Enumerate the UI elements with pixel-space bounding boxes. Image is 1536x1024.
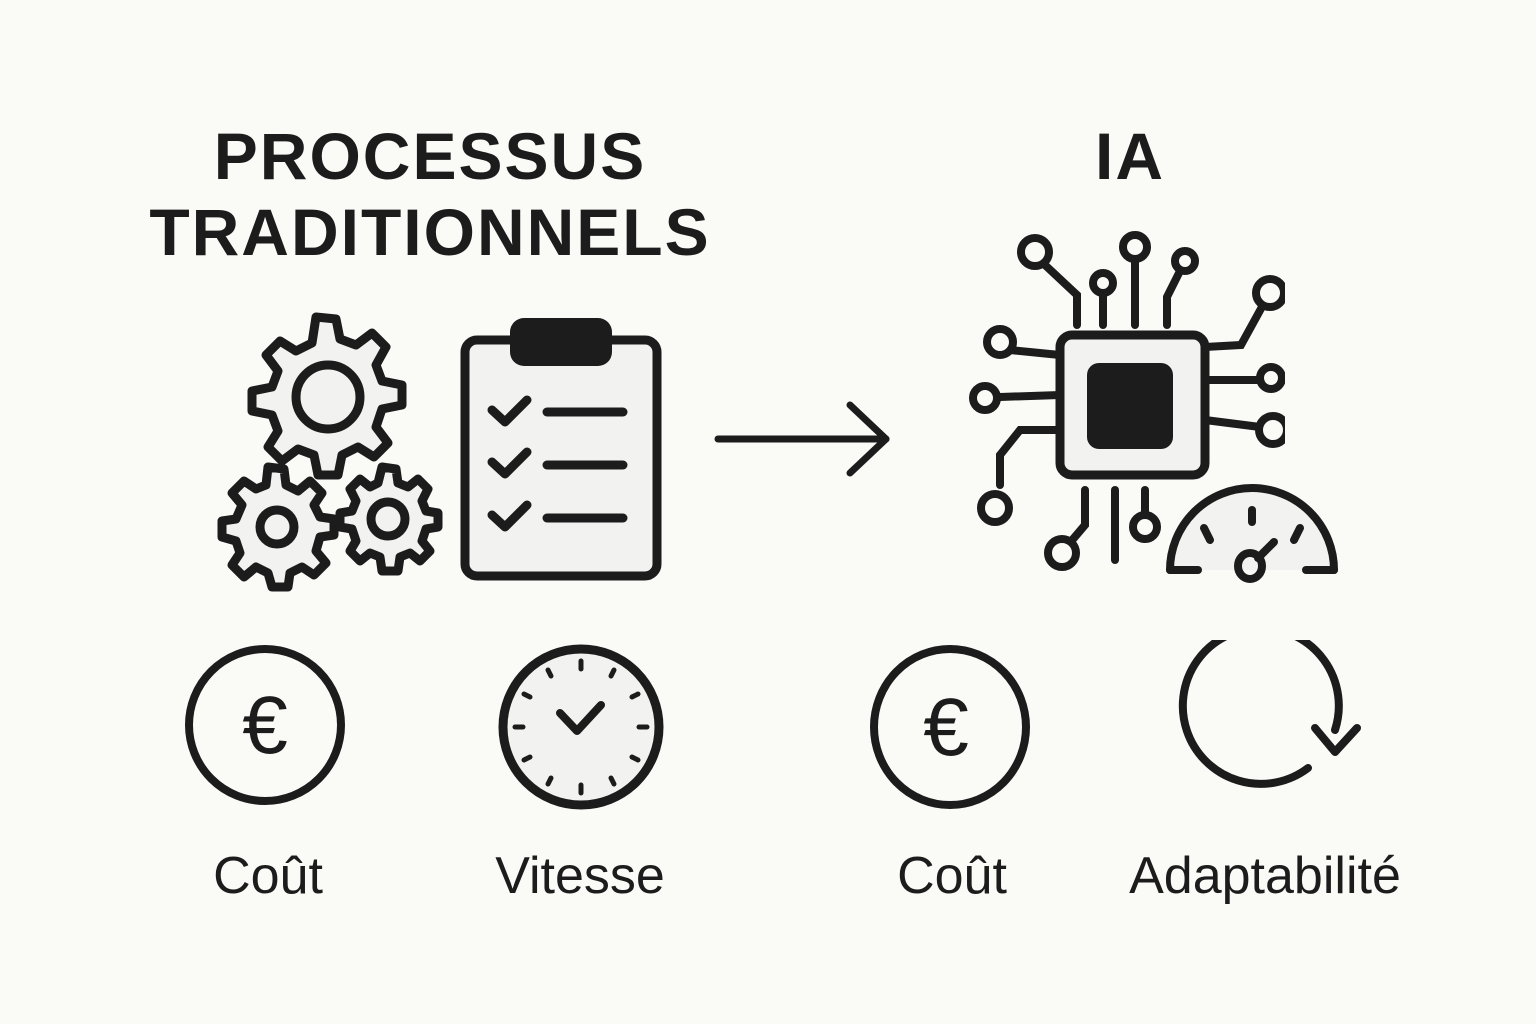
clock-icon [498, 644, 664, 810]
speedometer-gauge-icon [1166, 484, 1338, 583]
gears-icon [217, 312, 443, 592]
clipboard-checklist-icon [460, 318, 662, 581]
left-title-line1: PROCESSUS [213, 119, 647, 193]
right-title: IA [1095, 119, 1165, 193]
euro-coin-icon: € [870, 645, 1030, 809]
metric-label-vitesse: Vitesse [495, 847, 665, 905]
left-title-line2: TRADITIONNELS [149, 195, 711, 269]
arrow-right-icon [714, 401, 890, 477]
metric-label-adaptabilite: Adaptabilité [1129, 847, 1401, 905]
metric-label-cout-right: Coût [897, 847, 1007, 905]
svg-text:€: € [242, 680, 288, 771]
svg-text:€: € [923, 682, 969, 773]
left-title: PROCESSUS TRADITIONNELS [120, 118, 740, 270]
ai-chip-circuit-icon [969, 231, 1285, 571]
metric-label-cout-left: Coût [213, 847, 323, 905]
euro-coin-icon: € [185, 645, 345, 805]
refresh-cycle-icon [1178, 640, 1361, 788]
